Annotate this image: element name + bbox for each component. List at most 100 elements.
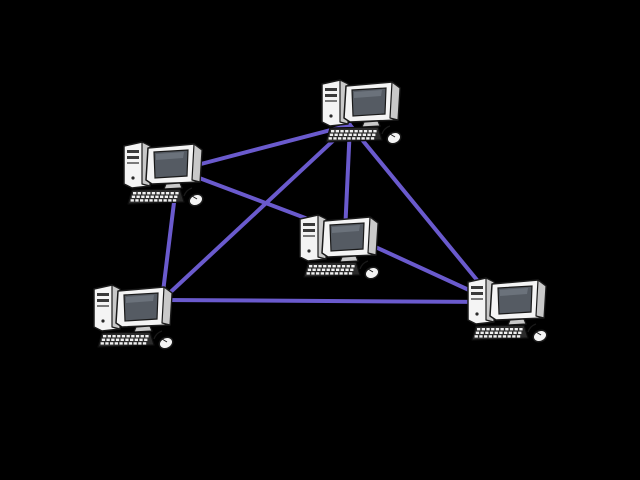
mouse-button-line xyxy=(367,268,374,273)
keyboard-key xyxy=(111,338,115,341)
drive-bay xyxy=(127,150,139,153)
drive-bay xyxy=(471,298,483,300)
keyboard-key xyxy=(137,192,141,195)
keyboard-key xyxy=(366,137,370,140)
mouse-cable xyxy=(183,187,193,197)
keyboard-key xyxy=(121,335,126,338)
monitor-stand xyxy=(361,120,381,128)
keyboard-key xyxy=(320,272,324,275)
keyboard-key xyxy=(133,342,137,345)
keyboard-key xyxy=(368,130,372,133)
keyboard-key xyxy=(513,331,517,334)
keyboard-key xyxy=(512,335,516,338)
keyboard-key xyxy=(145,195,150,198)
monitor-side xyxy=(161,286,173,326)
keyboard-key xyxy=(110,342,114,345)
keyboard-key xyxy=(141,195,145,198)
keyboard-key xyxy=(147,192,151,195)
keyboard-key xyxy=(352,137,356,140)
keyboard-key xyxy=(158,199,163,202)
keyboard-key xyxy=(475,331,480,334)
keyboard-key xyxy=(151,192,156,195)
keyboard-icon xyxy=(303,261,361,278)
keyboard-key xyxy=(313,265,317,268)
keyboard-key xyxy=(359,130,363,133)
keyboard-key xyxy=(311,272,315,275)
mouse-button-line xyxy=(191,195,198,200)
keyboard-key xyxy=(149,199,153,202)
keyboard-key xyxy=(494,331,498,334)
keyboard-key xyxy=(326,268,330,271)
power-button xyxy=(101,319,105,323)
keyboard-key xyxy=(361,137,365,140)
link-pc-lower-left-to-pc-right xyxy=(160,298,497,304)
keyboard-key xyxy=(331,268,335,271)
keyboard-key xyxy=(133,192,137,195)
keyboard-key xyxy=(334,133,338,136)
pc-top[interactable] xyxy=(321,79,403,146)
screen-glare xyxy=(500,288,528,296)
keyboard-key xyxy=(339,272,343,275)
monitor-side xyxy=(191,143,203,183)
keyboard-key xyxy=(489,331,494,334)
keyboard-key xyxy=(131,195,136,198)
mouse-body xyxy=(364,266,380,280)
power-button xyxy=(307,249,311,253)
keyboard-key xyxy=(140,199,144,202)
keyboard-key xyxy=(117,335,121,338)
keyboard-key xyxy=(115,338,120,341)
mouse-icon xyxy=(381,125,402,145)
keyboard-key xyxy=(347,137,351,140)
pc-center[interactable] xyxy=(299,214,381,281)
monitor-side xyxy=(367,216,379,256)
mouse-body xyxy=(386,131,402,145)
drive-bay xyxy=(303,229,315,232)
power-button xyxy=(329,114,333,118)
keyboard-key xyxy=(479,335,483,338)
pc-right[interactable] xyxy=(467,277,549,344)
keyboard-key xyxy=(316,272,320,275)
keyboard-icon xyxy=(325,126,383,143)
link-pc-upper-left-to-pc-top xyxy=(176,123,352,172)
keyboard-key xyxy=(307,268,312,271)
keyboard-key xyxy=(134,338,138,341)
mouse-body xyxy=(188,193,204,207)
keyboard-key xyxy=(500,328,504,331)
keyboard-key xyxy=(106,338,110,341)
keyboard-key xyxy=(335,130,339,133)
keyboard-key xyxy=(491,328,495,331)
monitor-stand xyxy=(507,318,527,326)
keyboard-key xyxy=(350,268,354,271)
keyboard-key xyxy=(130,199,134,202)
keyboard-key xyxy=(328,137,332,140)
keyboard-key xyxy=(333,137,337,140)
keyboard-icon xyxy=(127,188,185,205)
keyboard-key xyxy=(131,335,135,338)
keyboard-key xyxy=(161,192,165,195)
drive-bay xyxy=(97,293,109,296)
drive-bay xyxy=(325,88,337,91)
keyboard-key xyxy=(495,328,500,331)
keyboard-key xyxy=(334,272,339,275)
keyboard-key xyxy=(346,265,350,268)
keyboard-key xyxy=(128,342,133,345)
keyboard-key xyxy=(312,268,316,271)
keyboard-key xyxy=(140,335,144,338)
keyboard-key xyxy=(340,130,344,133)
keyboard-key xyxy=(519,328,523,331)
screen-glare xyxy=(354,90,382,98)
keyboard-key xyxy=(345,268,349,271)
drive-bay xyxy=(303,223,315,226)
pc-upper-left[interactable] xyxy=(123,141,205,208)
keyboard-key xyxy=(484,335,488,338)
pc-lower-left[interactable] xyxy=(93,284,175,351)
monitor-stand xyxy=(163,182,183,190)
keyboard-key xyxy=(356,137,361,140)
keyboard-key xyxy=(493,335,497,338)
keyboard-key xyxy=(172,199,177,202)
power-button xyxy=(131,176,135,180)
mouse-button-line xyxy=(389,133,396,138)
keyboard-key xyxy=(339,133,343,136)
keyboard-key xyxy=(168,199,172,202)
keyboard-key xyxy=(327,265,332,268)
